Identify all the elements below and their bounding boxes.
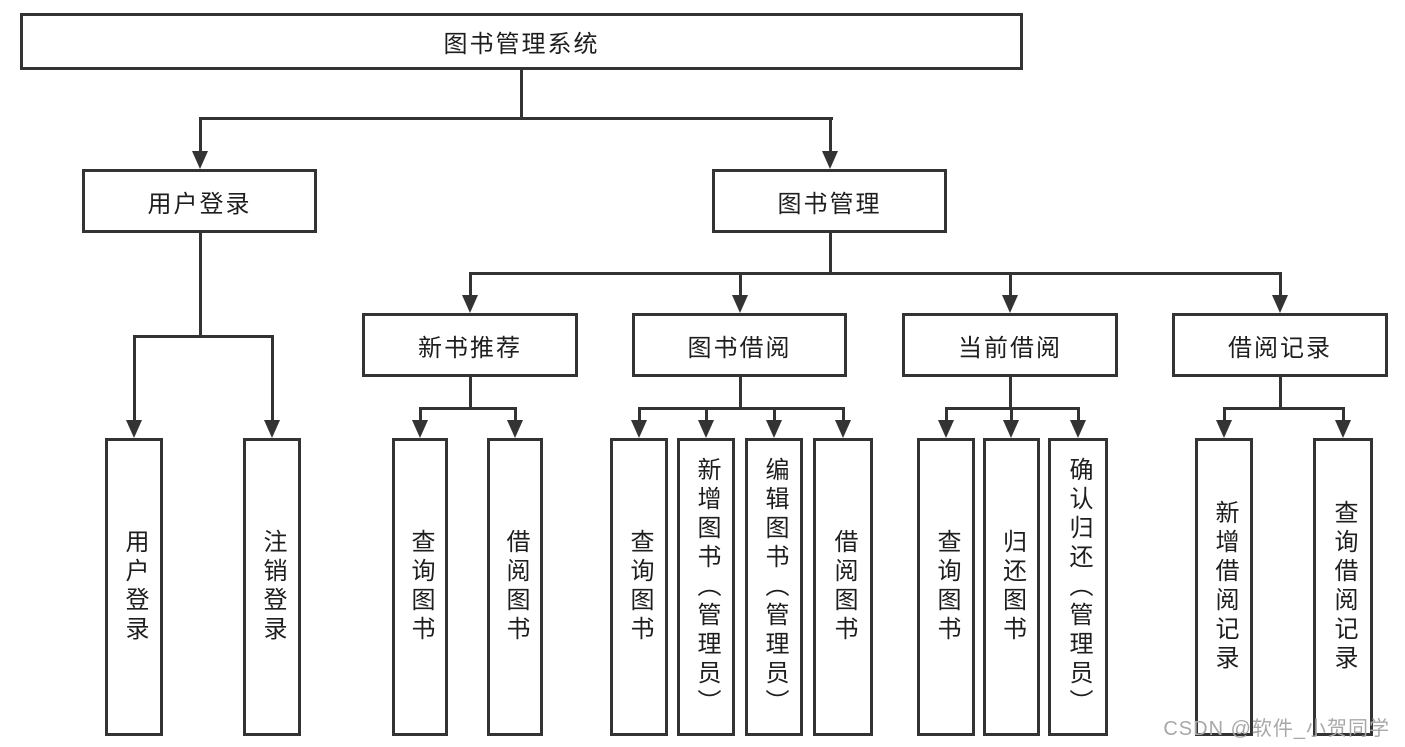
arrow-down-icon xyxy=(1003,420,1019,438)
node-borrowing-records: 借阅记录 xyxy=(1172,313,1388,377)
leaf-query-books-current: 查询图书 xyxy=(917,438,975,736)
connector-line xyxy=(514,407,517,423)
connector-line xyxy=(469,272,1282,275)
connector-line xyxy=(1009,377,1012,410)
connector-line xyxy=(739,377,742,410)
node-label: 归还图书 xyxy=(998,529,1026,645)
node-book-management: 图书管理 xyxy=(712,169,947,233)
arrow-down-icon xyxy=(835,420,851,438)
watermark: CSDN @软件_小贺同学 xyxy=(1163,718,1390,740)
connector-line xyxy=(829,233,832,275)
node-label: 新增借阅记录 xyxy=(1211,500,1238,674)
connector-line xyxy=(945,407,948,423)
arrow-down-icon xyxy=(698,420,714,438)
node-label: 查询图书 xyxy=(626,529,653,645)
leaf-edit-book-admin: 编辑图书（管理员） xyxy=(745,438,803,736)
connector-line xyxy=(199,233,202,338)
connector-line xyxy=(842,407,845,423)
leaf-add-book-admin: 新增图书（管理员） xyxy=(677,438,735,736)
connector-line xyxy=(773,407,776,423)
connector-line xyxy=(1223,407,1345,410)
leaf-logout: 注销登录 xyxy=(243,438,301,736)
node-current-borrowing: 当前借阅 xyxy=(902,313,1118,377)
leaf-borrow-books: 借阅图书 xyxy=(813,438,873,736)
node-label: 用户登录 xyxy=(147,190,252,218)
connector-line xyxy=(520,70,523,119)
arrow-down-icon xyxy=(412,420,428,438)
leaf-query-borrow-record: 查询借阅记录 xyxy=(1313,438,1373,736)
arrow-down-icon xyxy=(264,420,280,438)
leaf-return-books: 归还图书 xyxy=(983,438,1040,736)
arrow-down-icon xyxy=(1070,420,1086,438)
arrow-down-icon xyxy=(1002,295,1018,313)
connector-line xyxy=(469,377,472,410)
node-user-login: 用户登录 xyxy=(82,169,317,233)
leaf-query-books-recommend: 查询图书 xyxy=(392,438,448,736)
arrow-down-icon xyxy=(126,420,142,438)
arrow-down-icon xyxy=(766,420,782,438)
connector-line xyxy=(133,335,274,338)
node-label: 查询图书 xyxy=(407,529,434,645)
node-book-borrowing: 图书借阅 xyxy=(632,313,847,377)
arrow-down-icon xyxy=(631,420,647,438)
connector-line xyxy=(739,272,742,298)
connector-line xyxy=(1223,407,1226,423)
arrow-down-icon xyxy=(192,151,208,169)
node-label: 图书管理 xyxy=(777,190,882,218)
node-label: 编辑图书（管理员） xyxy=(761,456,788,718)
node-label: 借阅记录 xyxy=(1228,334,1332,362)
arrow-down-icon xyxy=(507,420,523,438)
connector-line xyxy=(1342,407,1345,423)
connector-line xyxy=(199,117,833,120)
connector-line xyxy=(1077,407,1080,423)
connector-line xyxy=(638,407,845,410)
node-label: 查询图书 xyxy=(933,529,960,645)
leaf-borrow-books-recommend: 借阅图书 xyxy=(487,438,543,736)
node-label: 用户登录 xyxy=(121,529,148,645)
connector-line xyxy=(133,335,136,422)
node-new-book-recommend: 新书推荐 xyxy=(362,313,578,377)
arrow-down-icon xyxy=(1272,295,1288,313)
arrow-down-icon xyxy=(732,295,748,313)
arrow-down-icon xyxy=(1216,420,1232,438)
arrow-down-icon xyxy=(822,151,838,169)
node-label: 图书管理系统 xyxy=(443,31,600,58)
connector-line xyxy=(199,117,202,154)
connector-line xyxy=(638,407,641,423)
arrow-down-icon xyxy=(462,295,478,313)
node-library-system: 图书管理系统 xyxy=(20,13,1023,70)
connector-line xyxy=(271,335,274,422)
connector-line xyxy=(829,117,832,154)
connector-line xyxy=(1279,272,1282,298)
connector-line xyxy=(1009,272,1012,298)
node-label: 新增图书（管理员） xyxy=(693,456,720,718)
connector-line xyxy=(705,407,708,423)
arrow-down-icon xyxy=(938,420,954,438)
leaf-user-login: 用户登录 xyxy=(105,438,163,736)
node-label: 注销登录 xyxy=(259,529,286,645)
node-label: 确认归还（管理员） xyxy=(1065,456,1092,718)
connector-line xyxy=(419,407,517,410)
node-label: 借阅图书 xyxy=(830,529,857,645)
leaf-query-books-borrowing: 查询图书 xyxy=(610,438,668,736)
leaf-confirm-return-admin: 确认归还（管理员） xyxy=(1048,438,1108,736)
connector-line xyxy=(419,407,422,423)
arrow-down-icon xyxy=(1335,420,1351,438)
node-label: 当前借阅 xyxy=(958,334,1062,362)
node-label: 新书推荐 xyxy=(418,334,522,362)
connector-line xyxy=(1279,377,1282,410)
connector-line xyxy=(469,272,472,298)
connector-line xyxy=(1010,407,1013,423)
leaf-add-borrow-record: 新增借阅记录 xyxy=(1195,438,1253,736)
node-label: 借阅图书 xyxy=(502,529,529,645)
node-label: 查询借阅记录 xyxy=(1330,500,1357,674)
node-label: 图书借阅 xyxy=(687,334,792,362)
